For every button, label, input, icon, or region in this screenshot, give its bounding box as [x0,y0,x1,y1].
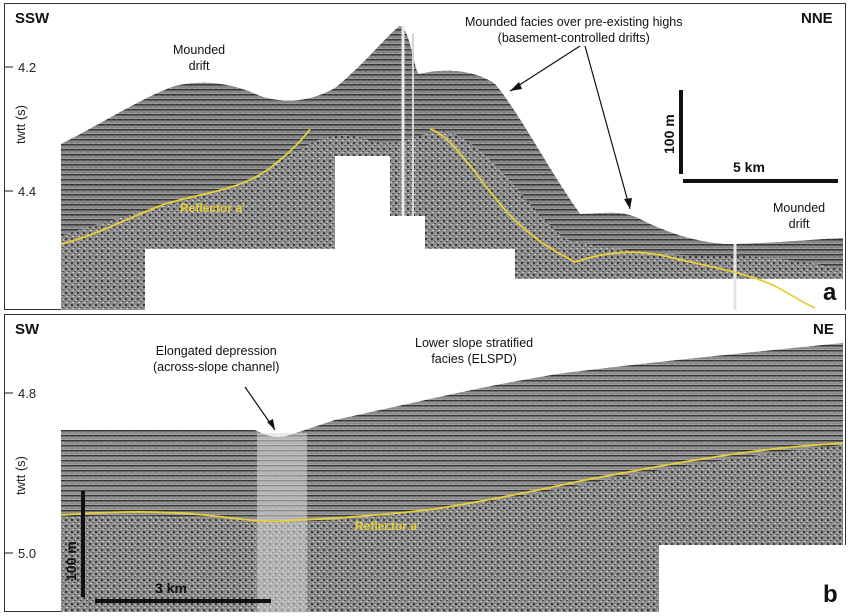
label-line: facies (ELSPD) [431,352,517,366]
label-line: Mounded [173,43,226,57]
direction-right-a: NNE [801,10,833,27]
label-line: Elongated depression [155,344,277,358]
y-tick-4-2: 4.2 [18,60,37,75]
arrow-facies-right [584,45,631,210]
scale-vertical-label-b: 100 m [63,541,79,581]
scale-horizontal-label-a: 5 km [733,159,765,175]
label-line: Mounded [773,201,826,215]
direction-left-a: SSW [15,10,50,27]
y-axis-title-a: twtt (s) [13,105,28,144]
y-tick-5-0: 5.0 [18,546,37,561]
scale-horizontal-label-b: 3 km [155,580,187,596]
panel-label-b: b [823,581,838,608]
seismic-profile-b [5,343,847,613]
seismic-profile-a [5,26,845,311]
label-lower-slope: Lower slope stratified facies (ELSPD) [415,335,533,367]
panel-b: 4.8 5.0 twtt (s) SW NE Elongated depress… [4,314,847,613]
label-line: Mounded facies over pre-existing highs [465,15,683,29]
seismic-strata-a [61,26,843,269]
arrow-facies-left [509,45,581,92]
label-mounded-drift-left: Mounded drift [173,42,225,74]
reflector-label-b: Reflector a' [355,519,420,533]
scale-vertical-label-a: 100 m [661,114,677,154]
label-line: drift [188,59,210,73]
reflector-line-a [60,128,311,245]
direction-right-b: NE [813,321,834,338]
label-elongated-depression: Elongated depression (across-slope chann… [153,343,279,375]
direction-left-b: SW [15,321,40,338]
label-line: drift [788,217,810,231]
label-line: Lower slope stratified [415,336,534,350]
reflector-line-b [60,442,844,523]
reflector-label-a: Reflector a' [180,201,245,215]
y-tick-4-4: 4.4 [18,184,37,199]
y-axis-title-b: twtt (s) [13,456,28,495]
seismic-strata-b [61,343,843,522]
panel-a: 4.2 4.4 twtt (s) SSW NNE Mounded drift M… [4,3,846,311]
label-mounded-drift-right: Mounded drift [773,200,825,232]
panel-label-a: a [823,279,837,306]
label-line: (basement-controlled drifts) [497,31,650,45]
y-tick-4-8: 4.8 [18,386,37,401]
label-line: (across-slope channel) [153,360,280,374]
label-mounded-facies: Mounded facies over pre-existing highs (… [465,14,682,46]
reflector-line-a-right [429,128,816,309]
